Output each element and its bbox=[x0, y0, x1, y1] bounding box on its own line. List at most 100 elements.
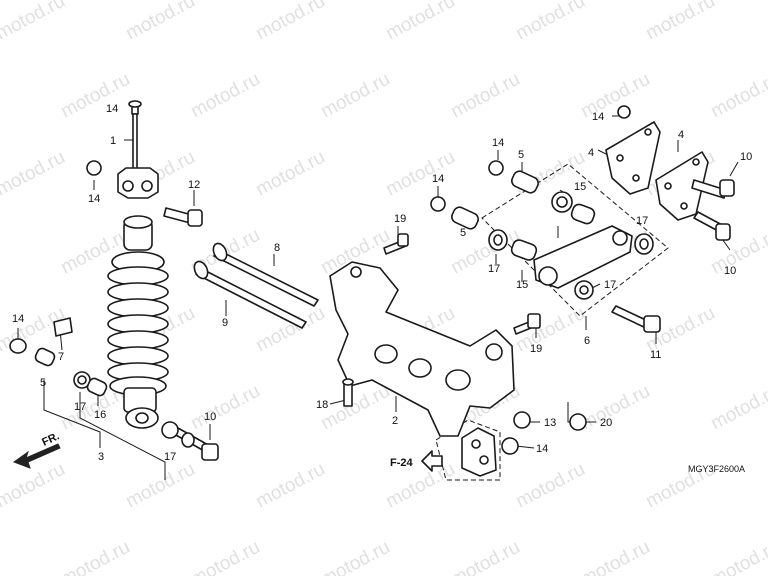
bracket-group-box bbox=[435, 419, 501, 481]
watermark-text: motod.ru bbox=[0, 0, 69, 44]
label-14: 14 bbox=[492, 137, 504, 149]
frame-fasteners bbox=[342, 233, 541, 407]
collar-15-b bbox=[510, 239, 538, 261]
nut-14-bottom bbox=[501, 437, 519, 455]
label-5: 5 bbox=[40, 377, 46, 389]
label-17: 17 bbox=[164, 451, 176, 463]
watermark-text: motod.ru bbox=[122, 0, 198, 44]
watermark-text: motod.ru bbox=[317, 381, 393, 435]
label-10: 10 bbox=[740, 151, 752, 163]
label-17: 17 bbox=[488, 263, 500, 275]
frame-body bbox=[329, 261, 515, 437]
right-bolts bbox=[611, 179, 735, 333]
washer bbox=[161, 421, 179, 439]
label-19: 19 bbox=[530, 343, 542, 355]
label-11: 11 bbox=[650, 349, 661, 361]
watermark-text: motod.ru bbox=[0, 537, 4, 576]
label-12: 12 bbox=[188, 179, 200, 191]
reference-arrow-icon bbox=[421, 450, 443, 472]
small-bolts bbox=[161, 207, 219, 461]
label-15: 15 bbox=[574, 181, 586, 193]
label-7: 7 bbox=[58, 351, 64, 363]
pivot-frame bbox=[329, 261, 515, 437]
bolt-10-b bbox=[715, 223, 731, 241]
watermark-text: motod.ru bbox=[0, 147, 69, 201]
label-17: 17 bbox=[74, 401, 86, 413]
collar-5-b bbox=[451, 206, 479, 230]
watermark-text: motod.ru bbox=[57, 537, 133, 576]
watermark-text: motod.ru bbox=[0, 381, 4, 435]
watermark-text: motod.ru bbox=[447, 69, 523, 123]
label-14: 14 bbox=[88, 193, 100, 205]
watermark-text: motod.ru bbox=[252, 147, 328, 201]
label-16: 16 bbox=[94, 409, 106, 421]
label-6: 6 bbox=[584, 335, 590, 347]
callout-labels: 14 1 14 12 8 9 14 7 5 17 16 3 17 10 19 1… bbox=[12, 103, 752, 463]
nut-14-a bbox=[488, 160, 504, 176]
bolt-10-left bbox=[201, 443, 219, 461]
link-group-box bbox=[481, 163, 669, 317]
watermark-text: motod.ru bbox=[0, 225, 4, 279]
watermark-text: motod.ru bbox=[577, 381, 653, 435]
watermark-text: motod.ru bbox=[252, 303, 328, 357]
watermark-text: motod.ru bbox=[317, 69, 393, 123]
label-5: 5 bbox=[460, 227, 466, 239]
label-14: 14 bbox=[106, 103, 118, 115]
watermark-text: motod.ru bbox=[577, 537, 653, 576]
reference-label: F-24 bbox=[390, 457, 414, 469]
nut-20 bbox=[569, 413, 587, 431]
shock-rod bbox=[132, 113, 138, 171]
label-15: 15 bbox=[516, 279, 528, 291]
watermark-text: motod.ru bbox=[707, 537, 768, 576]
label-4: 4 bbox=[588, 147, 594, 159]
watermark-text: motod.ru bbox=[382, 0, 458, 44]
watermark-text: motod.ru bbox=[122, 459, 198, 513]
watermark-text: motod.ru bbox=[317, 537, 393, 576]
watermark-text: motod.ru bbox=[252, 0, 328, 44]
label-14: 14 bbox=[12, 313, 24, 325]
label-2: 2 bbox=[392, 415, 398, 427]
watermark-text: motod.ru bbox=[642, 0, 718, 44]
label-13: 13 bbox=[544, 417, 556, 429]
label-10: 10 bbox=[204, 411, 216, 423]
watermark-text: motod.ru bbox=[512, 0, 588, 44]
nut-14-left bbox=[9, 338, 27, 354]
nut-14-upper-left bbox=[86, 160, 102, 176]
label-9: 9 bbox=[222, 317, 228, 329]
coil-spring bbox=[107, 266, 169, 382]
watermark-text: motod.ru bbox=[0, 459, 69, 513]
watermark-text: motod.ru bbox=[187, 381, 263, 435]
watermark-text: motod.ru bbox=[57, 69, 133, 123]
nut-14-b bbox=[430, 196, 446, 212]
label-20: 20 bbox=[600, 417, 612, 429]
watermark-text: motod.ru bbox=[447, 537, 523, 576]
bolt-10-a bbox=[719, 179, 735, 197]
watermark-text: motod.ru bbox=[187, 69, 263, 123]
nut-13 bbox=[513, 411, 531, 429]
watermark-text: motod.ru bbox=[707, 381, 768, 435]
collar-5-left bbox=[34, 347, 56, 367]
label-1: 1 bbox=[110, 135, 116, 147]
watermark-text: motod.ru bbox=[187, 537, 263, 576]
label-17: 17 bbox=[604, 279, 616, 291]
link-assembly bbox=[488, 191, 654, 300]
watermark-text: motod.ru bbox=[512, 459, 588, 513]
label-14: 14 bbox=[592, 111, 604, 123]
link-plates-4 bbox=[605, 105, 709, 221]
diagram-code: MGY3F2600A bbox=[688, 464, 745, 474]
label-18: 18 bbox=[316, 399, 328, 411]
long-bolts bbox=[193, 242, 319, 329]
collar-16 bbox=[86, 377, 108, 397]
label-14: 14 bbox=[536, 443, 548, 455]
label-3: 3 bbox=[98, 451, 104, 463]
label-19: 19 bbox=[394, 213, 406, 225]
bolt-9 bbox=[195, 267, 307, 329]
watermark-text: motod.ru bbox=[577, 69, 653, 123]
collar-5-a bbox=[511, 170, 539, 194]
label-10: 10 bbox=[724, 265, 736, 277]
watermark-text: motod.ru bbox=[0, 69, 4, 123]
nut-14-plate bbox=[617, 105, 631, 119]
left-small-parts bbox=[9, 160, 108, 397]
